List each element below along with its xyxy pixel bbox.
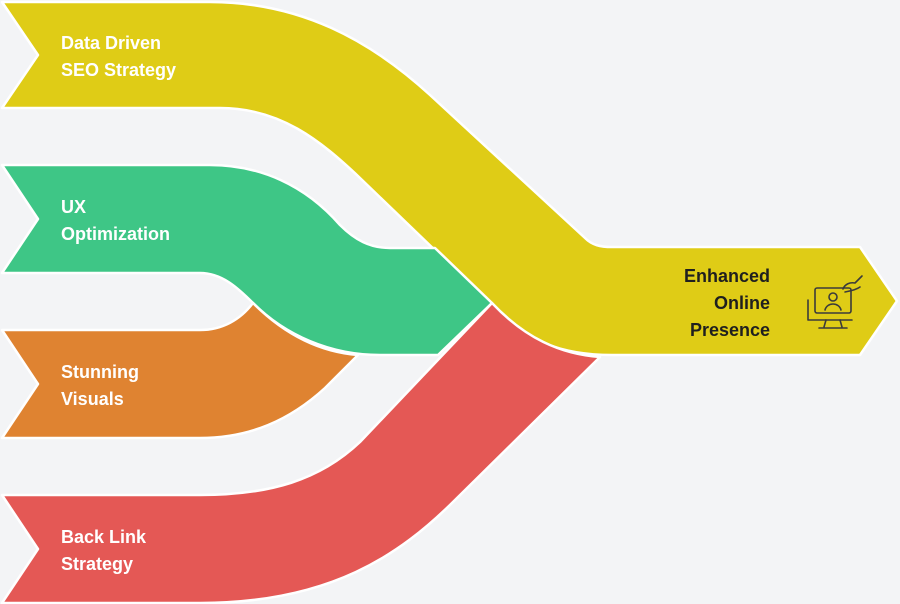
label-line: Data Driven	[61, 33, 162, 53]
input-label-seo: Data Driven SEO Strategy	[61, 30, 176, 84]
label-line: Optimization	[61, 224, 170, 244]
flow-orange-visuals	[0, 301, 360, 440]
label-line: UX	[61, 197, 87, 217]
flow-green-ux	[0, 163, 494, 357]
label-line: SEO Strategy	[61, 60, 177, 80]
label-line: Back Link	[61, 527, 147, 547]
label-line: Visuals	[61, 389, 124, 409]
monitor-user-touch-icon	[807, 275, 863, 329]
input-label-visuals: Stunning Visuals	[61, 359, 139, 413]
output-label: Enhanced Online Presence	[684, 263, 770, 344]
flow-red-backlink	[0, 301, 602, 604]
label-line: Stunning	[61, 362, 139, 382]
input-label-backlink: Back Link Strategy	[61, 524, 146, 578]
label-line: Enhanced	[683, 266, 770, 286]
label-line: Presence	[689, 320, 770, 340]
label-line: Online	[713, 293, 770, 313]
input-label-ux: UX Optimization	[61, 194, 170, 248]
flow-yellow-seo	[0, 0, 899, 357]
label-line: Strategy	[61, 554, 134, 574]
